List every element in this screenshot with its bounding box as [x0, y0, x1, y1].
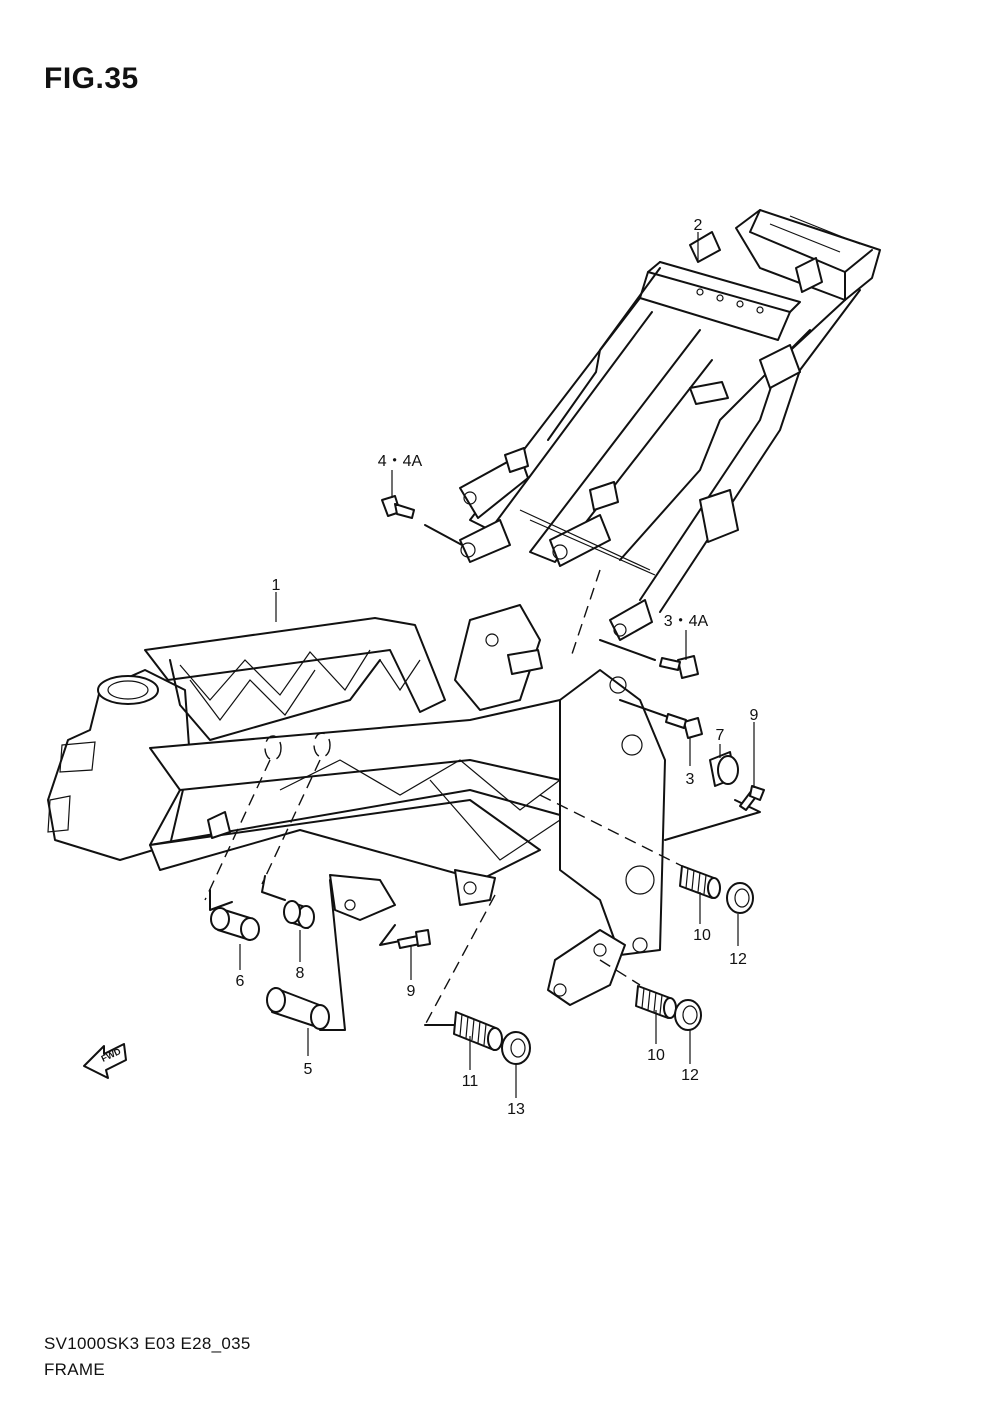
callout-labels: 1 2 3 3・4A 4・4A 5 6 7 8 9 9 10 10 11 12 … [236, 217, 759, 1118]
bolt-part-4 [381, 495, 415, 519]
callout-leaders [239, 232, 755, 1098]
adjuster-part-11 [453, 1011, 503, 1051]
spacer-part-7 [709, 751, 739, 787]
figure-name: FRAME [44, 1360, 105, 1379]
callout-8: 8 [296, 965, 305, 982]
callout-9-left: 9 [407, 983, 416, 1000]
spacer-part-8 [283, 900, 315, 929]
callout-5: 5 [304, 1061, 313, 1078]
spacer-part-6 [210, 907, 260, 941]
locknut-part-13 [501, 1031, 531, 1065]
bolt-part-3-lower [665, 713, 703, 739]
callout-3: 3 [686, 771, 695, 788]
callout-12-lower: 12 [681, 1067, 699, 1084]
callout-13: 13 [507, 1101, 525, 1118]
figure-code: SV1000SK3 E03 E28_035 [44, 1334, 251, 1353]
callout-10-lower: 10 [647, 1047, 665, 1064]
forward-arrow-icon: FWD [83, 1043, 127, 1079]
seat-rail-part-2 [459, 209, 881, 641]
callout-4-4a: 4・4A [378, 453, 423, 470]
callout-1: 1 [272, 577, 281, 594]
locknut-part-12-lower [674, 999, 702, 1031]
bolt-part-9-left [397, 929, 431, 949]
spacer-part-5 [266, 987, 330, 1030]
callout-6: 6 [236, 973, 245, 990]
callout-2: 2 [694, 217, 703, 234]
bolt-part-9-right [739, 785, 765, 811]
callout-9-right: 9 [750, 707, 759, 724]
adjuster-part-10-upper [679, 865, 721, 899]
callout-7: 7 [716, 727, 725, 744]
adjuster-part-10-lower [635, 985, 677, 1019]
callout-3-4a: 3・4A [664, 613, 709, 630]
locknut-part-12-upper [726, 882, 754, 914]
main-frame-part-1 [47, 604, 666, 1006]
figure-title: FIG.35 [44, 62, 139, 95]
callout-10-upper: 10 [693, 927, 711, 944]
callout-12-upper: 12 [729, 951, 747, 968]
bolt-part-3-upper [659, 655, 699, 679]
callout-11: 11 [462, 1073, 479, 1090]
